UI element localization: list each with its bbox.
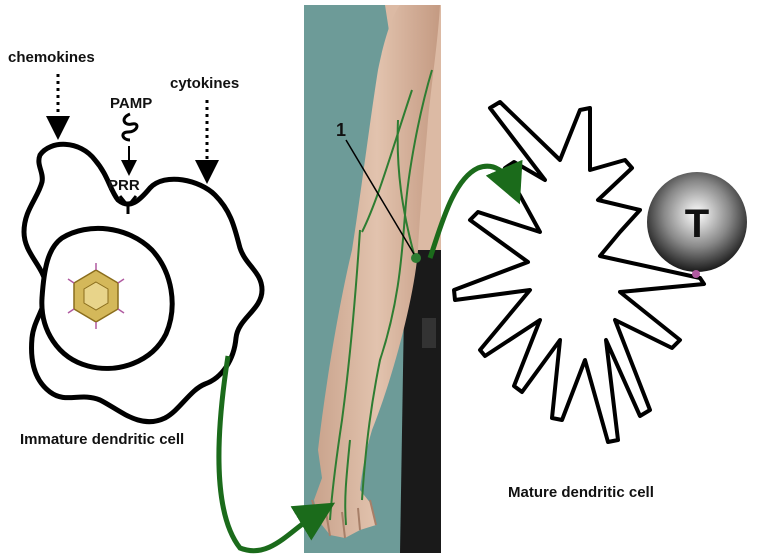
arm-photo-panel — [304, 5, 441, 553]
synapse-dot — [692, 270, 700, 278]
mature-cell-outline — [454, 102, 704, 442]
prr-label: PRR — [108, 177, 140, 194]
immature-cell-label: Immature dendritic cell — [20, 431, 184, 448]
pamp-label: PAMP — [110, 95, 152, 112]
mature-cell-label: Mature dendritic cell — [508, 484, 654, 501]
chemokines-label: chemokines — [8, 49, 95, 66]
belt-buckle — [422, 318, 436, 348]
lymph-node-marker — [411, 253, 421, 263]
pamp-icon — [123, 114, 137, 140]
migration-arrow-upper — [430, 166, 512, 258]
mature-dendritic-cell: T — [454, 102, 747, 442]
migration-arrow-lower — [219, 356, 318, 551]
cytokines-label: cytokines — [170, 75, 239, 92]
marker-label: 1 — [336, 120, 346, 140]
tcell-label: T — [685, 202, 709, 246]
